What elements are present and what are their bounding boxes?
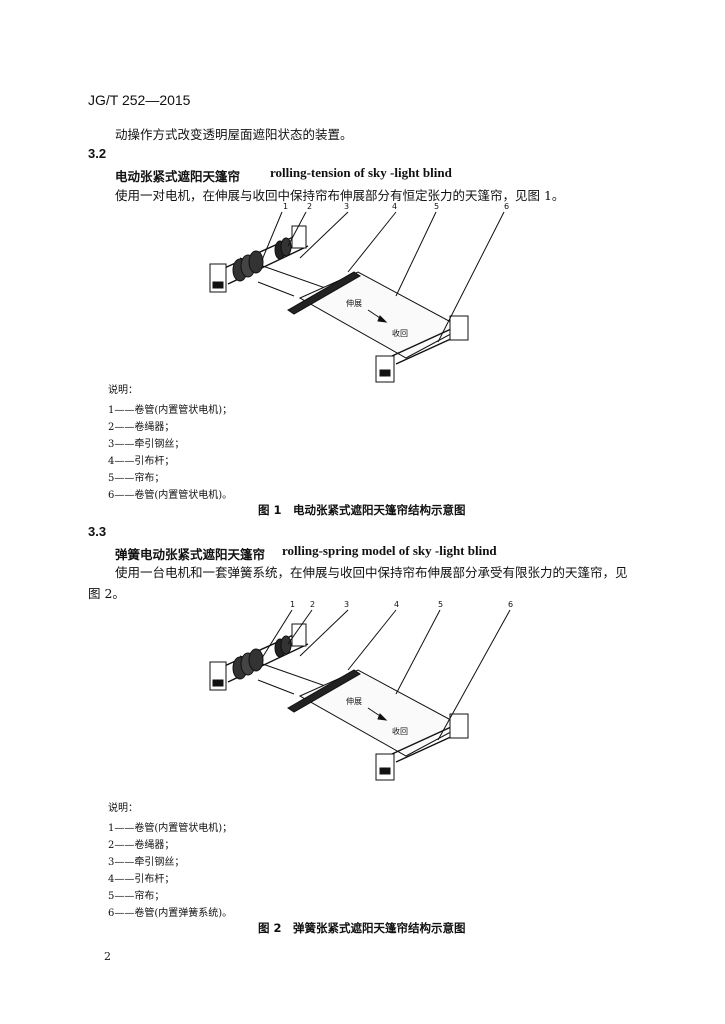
callout-3: 3 [344,202,349,211]
callout-4: 4 [392,202,397,211]
legend-title: 说明： [108,803,138,814]
term-zh-3-3: 弹簧电动张紧式遮阳天篷帘 [115,547,266,562]
figure-2-caption: 图 2 弹簧张紧式遮阳天篷帘结构示意图 [258,921,466,935]
legend-item: 3——牵引钢丝； [108,857,185,868]
figure-2-diagram: 1 2 3 4 5 6 伸展 收回 [209,600,513,781]
standard-code: JG/T 252—2015 [88,92,191,108]
top-bracket [291,225,307,249]
top-bracket [291,623,307,647]
callout-6: 6 [504,202,509,211]
callout-5: 5 [438,600,443,609]
legend-item: 1——卷管(内置管状电机)； [108,405,233,416]
section-number-3-2: 3.2 [88,146,107,161]
figure-1-diagram: 1 2 3 4 5 6 伸展 收回 [209,202,509,383]
leading-bar [287,271,361,315]
leading-bar [287,669,361,713]
definition-3-3: 使用一台电机和一套弹簧系统，在伸展与收回中保持帘布伸展部分承受有限张力的天篷帘，… [115,565,628,580]
tube-motor-winding [232,648,264,680]
legend-2: 说明： 1——卷管(内置管状电机)； 2——卷绳器； 3——牵引钢丝； 4——引… [108,800,232,922]
legend-item: 2——卷绳器； [108,422,175,433]
legend-title: 说明： [108,385,138,396]
page-number: 2 [104,950,111,963]
term-en-3-3: rolling-spring model of sky -light blind [282,543,497,558]
cord-winder [274,635,292,658]
traction-wire-front [257,281,295,297]
legend-item: 4——引布杆； [108,874,175,885]
definition-3-3-cont: 图 2。 [88,586,125,601]
front-bracket-left [375,753,395,781]
definition-3-2: 使用一对电机，在伸展与收回中保持帘布伸展部分有恒定张力的天篷帘，见图 1。 [115,188,565,203]
callout-2: 2 [307,202,312,211]
term-zh-3-2: 电动张紧式遮阳天篷帘 [115,169,241,184]
front-bracket-left [375,355,395,383]
section-number-3-3: 3.3 [88,524,107,539]
front-bracket-right [449,315,469,341]
callout-5: 5 [434,202,439,211]
legend-1: 说明： 1——卷管(内置管状电机)； 2——卷绳器； 3——牵引钢丝； 4——引… [108,382,232,504]
legend-item: 2——卷绳器； [108,840,175,851]
legend-item: 5——帘布； [108,473,165,484]
callout-4: 4 [394,600,399,609]
intro-line: 动操作方式改变透明屋面遮阳状态的装置。 [115,127,353,142]
callout-1: 1 [290,600,295,609]
retract-label: 收回 [392,726,408,736]
figure-1-caption: 图 1 电动张紧式遮阳天篷帘结构示意图 [258,503,466,517]
legend-item: 6——卷管(内置弹簧系统)。 [108,908,233,919]
legend-item: 4——引布杆； [108,456,175,467]
retract-label: 收回 [392,328,408,338]
legend-item: 6——卷管(内置管状电机)。 [108,490,233,501]
term-en-3-2: rolling-tension of sky -light blind [270,165,452,180]
cord-winder [274,237,292,260]
front-bracket-right [449,713,469,739]
legend-item: 5——帘布； [108,891,165,902]
extend-label: 伸展 [346,298,362,308]
extend-label: 伸展 [346,696,362,706]
legend-item: 1——卷管(内置管状电机)； [108,823,233,834]
traction-wire-front [257,679,295,695]
callout-3: 3 [344,600,349,609]
tube-motor-winding [232,250,264,282]
callout-2: 2 [310,600,315,609]
callout-6: 6 [508,600,513,609]
legend-item: 3——牵引钢丝； [108,439,185,450]
callout-1: 1 [283,202,288,211]
